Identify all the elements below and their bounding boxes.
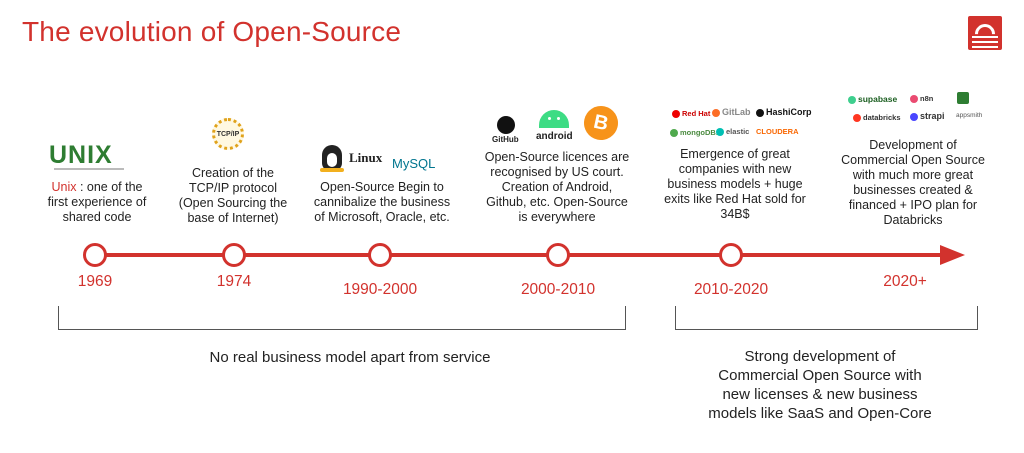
page-title: The evolution of Open-Source [22, 16, 402, 47]
elastic-icon [716, 128, 724, 137]
event-description-2010-2020: Emergence of great companies with new bu… [664, 147, 806, 221]
brand-logo-icon [968, 16, 1002, 50]
unix-logo: UNIX [49, 141, 113, 169]
elastic-logo: elastic [716, 127, 749, 137]
event-description-2000-2010: Open-Source licences are recognised by U… [484, 150, 630, 224]
timeline-node-1974 [222, 243, 246, 267]
redhat-icon [672, 110, 680, 119]
databricks-logo: databricks [853, 113, 901, 123]
android-logo: android [536, 131, 573, 142]
event-description-2020-plus: Development of Commercial Open Source wi… [841, 138, 985, 227]
event-description-1974: Creation of the TCP/IP protocol (Open So… [178, 166, 288, 225]
bitcoin-icon: B [580, 102, 622, 144]
generic-app-icon [957, 92, 969, 104]
event-description-1990-2000: Open-Source Begin to cannibalize the bus… [313, 180, 451, 224]
timeline-node-1969 [83, 243, 107, 267]
tcpip-logo: TCP/IP [212, 118, 244, 150]
bracket-right [675, 306, 978, 330]
supabase-logo: supabase [848, 94, 897, 104]
timeline-node-1990-2000 [368, 243, 392, 267]
cloudera-logo: CLOUDERA [756, 127, 799, 136]
github-logo: GitHub [492, 135, 519, 144]
year-2010-2020: 2010-2020 [693, 281, 769, 298]
year-2000-2010: 2000-2010 [520, 281, 596, 298]
event-description-1969: Unix : one of the first experience of sh… [47, 180, 147, 224]
unix-logo-underline [54, 168, 124, 170]
gitlab-icon [712, 108, 720, 117]
mysql-logo: MySQL [392, 156, 436, 171]
appsmith-logo: appsmith [956, 112, 983, 119]
hashicorp-logo: HashiCorp [756, 107, 812, 117]
year-1974: 1974 [216, 273, 252, 290]
year-1969: 1969 [77, 273, 113, 290]
timeline-node-2000-2010 [546, 243, 570, 267]
n8n-icon [910, 95, 918, 104]
strapi-icon [910, 112, 918, 121]
bracket-left [58, 306, 626, 330]
year-1990-2000: 1990-2000 [342, 281, 418, 298]
timeline-node-2010-2020 [719, 243, 743, 267]
databricks-icon [853, 114, 861, 123]
mongodb-logo: mongoDB. [670, 128, 718, 138]
note-commercial-open-source: Strong development of Commercial Open So… [708, 348, 932, 422]
redhat-logo: Red Hat [672, 109, 710, 119]
mongodb-icon [670, 129, 678, 138]
note-no-business-model: No real business model apart from servic… [209, 349, 491, 366]
supabase-icon [848, 95, 856, 104]
linux-penguin-feet [320, 168, 344, 172]
n8n-logo: n8n [910, 94, 933, 104]
strapi-logo: strapi [910, 111, 945, 121]
android-icon [539, 110, 569, 128]
github-icon [497, 116, 515, 134]
timeline-line [95, 253, 945, 257]
linux-logo: Linux [349, 150, 383, 165]
year-2020-plus: 2020+ [883, 273, 927, 290]
timeline-arrow-icon [940, 245, 965, 265]
gitlab-logo: GitLab [712, 107, 751, 117]
hashicorp-icon [756, 108, 764, 117]
linux-penguin-icon [322, 145, 342, 171]
